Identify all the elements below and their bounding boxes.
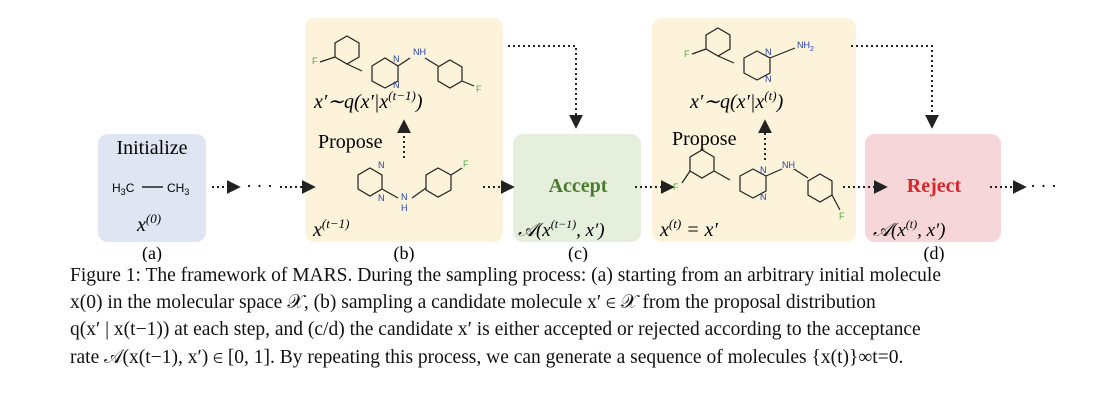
svg-text:F: F — [684, 49, 690, 59]
caption-line-1: Figure 1: The framework of MARS. During … — [70, 265, 941, 286]
ethane-molecule: H3C CH3 — [112, 181, 189, 197]
svg-text:F: F — [476, 84, 482, 94]
svg-text:N: N — [378, 193, 385, 203]
figure-caption: Figure 1: The framework of MARS. During … — [70, 262, 1070, 371]
svg-text:NH: NH — [413, 47, 426, 57]
panel-d-background — [865, 134, 1001, 242]
svg-text:N: N — [760, 192, 767, 202]
panel-a-letter: (a) — [142, 243, 162, 262]
ellipsis-left: · · · — [246, 176, 273, 196]
panel-c-letter: (c) — [568, 243, 588, 262]
caption-line-3: q(x′ | x(t−1)) at each step, and (c/d) t… — [70, 319, 921, 341]
arrow-proposal-to-reject — [851, 45, 939, 129]
panel-b-proposal-formula: x′∼q(x′|x(t−1)) — [313, 88, 423, 113]
proposed-molecule-b — [319, 35, 475, 89]
reject-label: Reject — [907, 175, 962, 197]
current-molecule-b — [357, 167, 463, 199]
panel-b2-state-label: x(t) = x′ — [659, 216, 719, 241]
svg-text:N: N — [765, 47, 772, 57]
panel-b-state-label: x(t−1) — [312, 216, 349, 241]
svg-text:N: N — [393, 80, 400, 90]
panel-a-state-label: x(0) — [136, 211, 161, 236]
svg-text:N: N — [378, 160, 385, 170]
svg-text:NH2: NH2 — [797, 40, 814, 53]
svg-text:F: F — [673, 182, 679, 192]
svg-text:H3C: H3C — [112, 181, 135, 197]
panel-c-background — [513, 134, 641, 242]
panel-b2-background — [652, 18, 856, 242]
svg-text:H: H — [401, 203, 408, 213]
svg-text:CH3: CH3 — [167, 181, 189, 197]
accept-label: Accept — [549, 175, 608, 197]
proposed-molecule-b2 — [691, 27, 796, 81]
svg-text:NH: NH — [782, 160, 795, 170]
mars-framework-figure: Initialize H3C CH3 x(0) (a) · · · F N N … — [98, 18, 1057, 262]
svg-text:F: F — [463, 159, 469, 169]
panel-d-letter: (d) — [924, 243, 945, 262]
panel-b2-proposal-formula: x′∼q(x′|x(t)) — [689, 88, 784, 113]
panel-a-title: Initialize — [116, 137, 187, 159]
ellipsis-right: · · · — [1030, 176, 1057, 196]
current-molecule-b2 — [681, 149, 841, 211]
svg-text:N: N — [401, 192, 408, 202]
caption-line-4: rate 𝒜(x(t−1), x′) ∈ [0, 1]. By repeatin… — [70, 346, 904, 368]
panel-a-background — [98, 134, 206, 242]
panel-c-rate-label: 𝒜(x(t−1), x′) — [518, 217, 605, 241]
arrow-proposal-to-accept — [508, 45, 583, 129]
panel-b2-propose-label: Propose — [672, 128, 737, 150]
svg-text:N: N — [393, 54, 400, 64]
svg-text:F: F — [839, 211, 845, 221]
panel-d-rate-label: 𝒜(x(t), x′) — [873, 217, 945, 241]
panel-b-letter: (b) — [394, 243, 415, 262]
panel-b-propose-label: Propose — [318, 131, 383, 153]
caption-line-2: x(0) in the molecular space 𝒳, (b) sampl… — [70, 292, 876, 314]
svg-text:N: N — [765, 74, 772, 84]
svg-text:F: F — [312, 56, 318, 66]
svg-text:N: N — [760, 165, 767, 175]
